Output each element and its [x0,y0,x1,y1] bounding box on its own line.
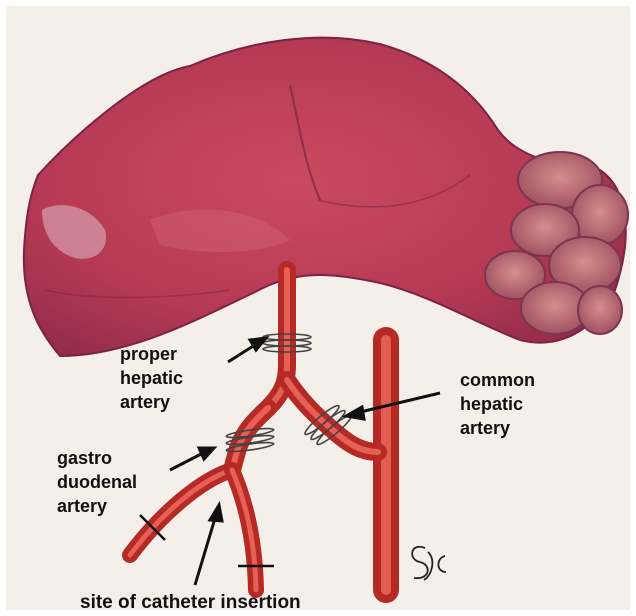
label-line: gastro [57,446,137,470]
label-line: hepatic [460,392,535,416]
label-line: artery [57,494,137,518]
label-line: duodenal [57,470,137,494]
label-line: proper [120,342,183,366]
label-line: common [460,368,535,392]
label-line: hepatic [120,366,183,390]
catheter-insertion-site-label: site of catheter insertion [80,592,301,614]
label-line: artery [460,416,535,440]
label-line: artery [120,390,183,414]
proper-hepatic-artery-label: proper hepatic artery [120,342,183,414]
common-hepatic-artery-label: common hepatic artery [460,368,535,440]
gastroduodenal-artery-label: gastro duodenal artery [57,446,137,518]
